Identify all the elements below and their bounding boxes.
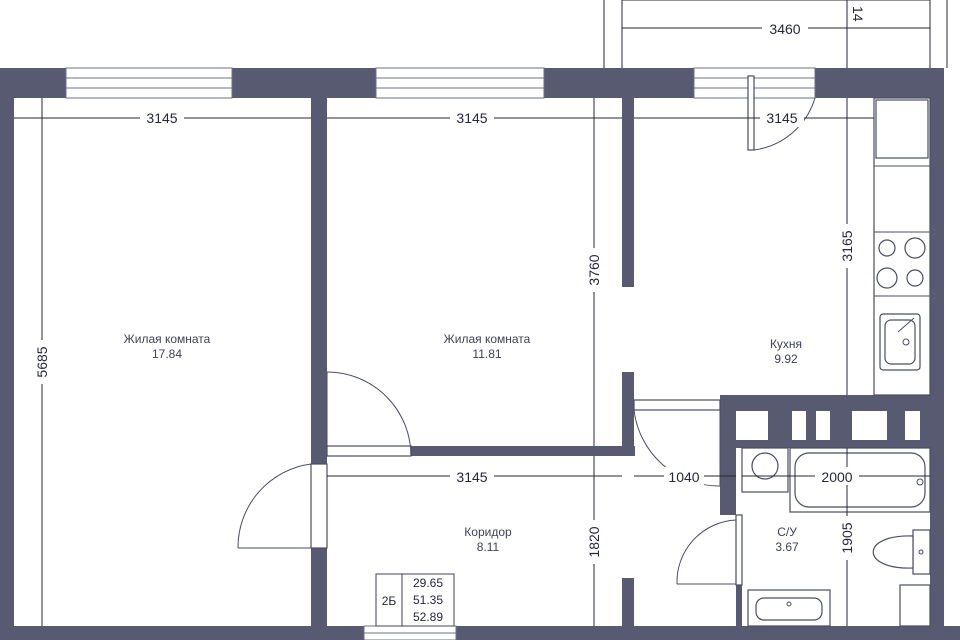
room-label-kitchen: Кухня 9.92	[770, 337, 802, 366]
balcony-width-dimension: 3460	[622, 18, 930, 38]
door-room1	[237, 463, 328, 549]
window-room2	[375, 67, 545, 99]
area-summary-table: 2Б 29.65 51.35 52.89	[375, 573, 455, 627]
living-area: 29.65	[413, 576, 443, 590]
room-area: 9.92	[774, 352, 798, 366]
room-name: Коридор	[464, 525, 512, 539]
dim-bath-depth: 1905	[839, 522, 855, 553]
washing-machine-icon	[741, 447, 789, 493]
dim-room2-width: 3145	[456, 110, 487, 126]
bathtub-icon	[789, 447, 931, 513]
total-area-with-balcony: 52.89	[413, 610, 443, 624]
room-area: 11.81	[472, 347, 501, 361]
dim-kitchen-width: 3145	[766, 110, 797, 126]
door-kitchen	[633, 399, 721, 487]
dim-room2-depth: 3760	[586, 254, 602, 285]
window-bottom	[363, 625, 457, 640]
stove-icon	[874, 237, 930, 297]
room-label-living1: Жилая комната 17.84	[124, 332, 211, 361]
dim-corridor-width: 3145	[456, 469, 487, 485]
room-name: С/У	[777, 525, 797, 539]
balcony	[603, 0, 948, 68]
room-name: Жилая комната	[444, 332, 531, 346]
room-label-corridor: Коридор 8.11	[464, 525, 512, 554]
dim-hall-gap: 1040	[668, 469, 699, 485]
room-label-bathroom: С/У 3.67	[775, 525, 799, 554]
door-bathroom	[676, 514, 743, 586]
total-area: 51.35	[413, 593, 443, 607]
door-room2	[326, 371, 412, 457]
room-name: Жилая комната	[124, 332, 211, 346]
balcony-depth-dimension: 14	[846, 0, 866, 68]
dim-corridor-depth: 1820	[586, 526, 602, 557]
dim-room1-width: 3145	[146, 110, 177, 126]
room-label-living2: Жилая комната 11.81	[444, 332, 531, 361]
toilet-icon	[872, 529, 931, 575]
dim-bath-width: 2000	[821, 469, 852, 485]
dim-balcony-depth: 14	[850, 6, 866, 22]
room-area: 8.11	[477, 540, 500, 554]
room-area: 17.84	[152, 347, 182, 361]
kitchen-sink-icon	[879, 313, 921, 371]
apartment-type: 2Б	[382, 594, 397, 608]
dim-room1-depth: 5685	[34, 346, 50, 377]
dim-balcony-width: 3460	[769, 21, 800, 37]
room-area: 3.67	[775, 540, 799, 554]
dimension-labels: 3145 3145 3145 3145 1040 2000 5685 3760 …	[32, 109, 859, 564]
window-room1	[65, 67, 233, 99]
room-name: Кухня	[770, 337, 802, 351]
shaft-box	[899, 584, 931, 627]
bathroom-sink-icon	[747, 589, 831, 627]
door-balcony	[747, 75, 816, 151]
dim-kitchen-depth: 3165	[839, 230, 855, 261]
